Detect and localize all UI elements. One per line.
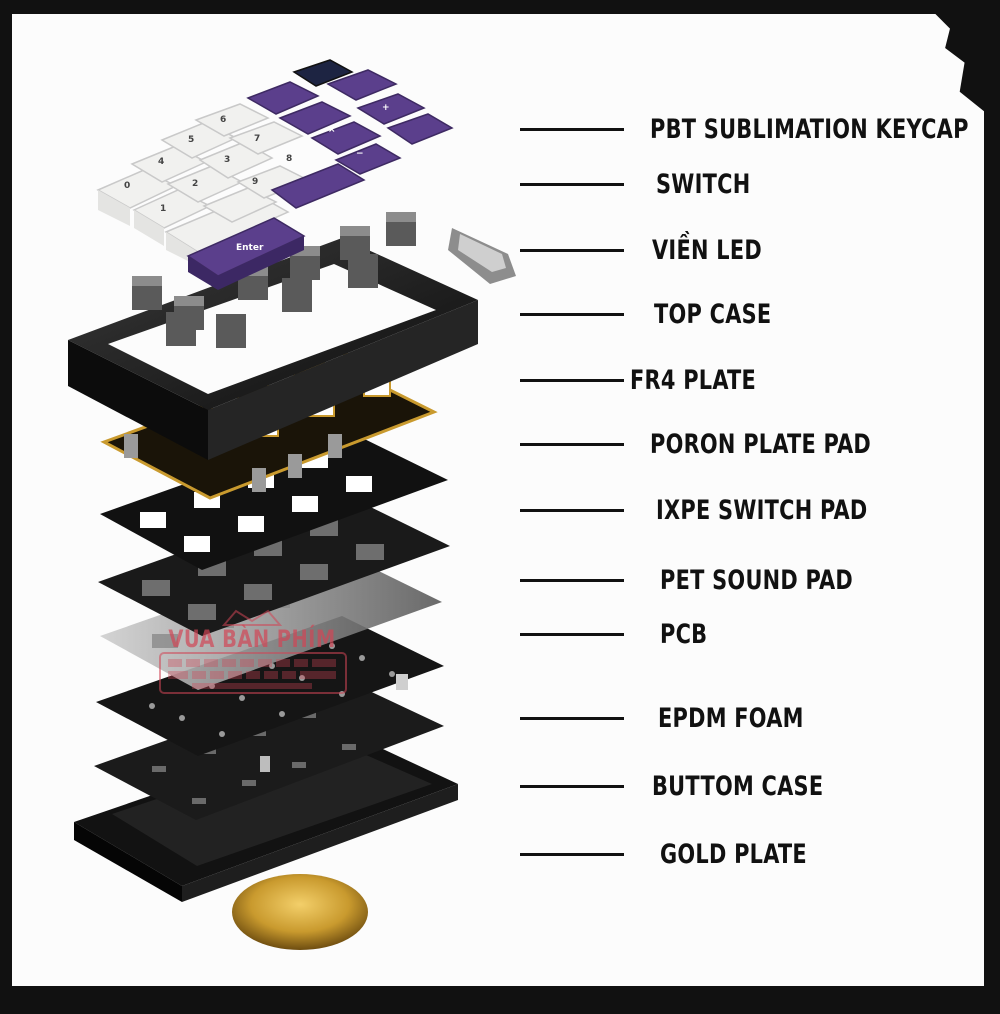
label-row-bottom-case: BUTTOM CASE: [520, 766, 851, 806]
label-row-keycap: PBT SUBLIMATION KEYCAP: [520, 109, 984, 149]
label-row-top-case: TOP CASE: [520, 294, 791, 334]
leader-line: [520, 127, 624, 131]
leader-line: [520, 312, 624, 316]
key-legend-enter: Enter: [236, 243, 264, 253]
key-legend-7: 7: [254, 134, 260, 144]
keycap-layer: [96, 59, 454, 290]
key-legend-5: 5: [188, 135, 194, 145]
leader-line: [520, 248, 624, 252]
label-row-poron: PORON PLATE PAD: [520, 424, 907, 464]
key-legend-8: 8: [286, 154, 292, 164]
pcb-layer: [96, 616, 444, 756]
key-legend-4: 4: [158, 157, 164, 167]
key-legend-3: 3: [224, 155, 230, 165]
label-pcb: PCB: [660, 618, 708, 650]
label-top-case: TOP CASE: [654, 298, 772, 330]
leader-line: [520, 182, 624, 186]
leader-line: [520, 578, 624, 582]
key-legend-6: 6: [220, 115, 226, 125]
label-row-pcb: PCB: [520, 614, 715, 654]
key-legend-9: 9: [252, 177, 258, 187]
label-poron: PORON PLATE PAD: [650, 428, 871, 460]
watermark-text: VUA BÀN PHÍM: [168, 625, 336, 653]
label-row-ixpe: IXPE SWITCH PAD: [520, 490, 902, 530]
key-legend-multiply: ×: [328, 125, 336, 135]
gold-plate-layer: [232, 874, 368, 950]
key-legend-plus: +: [382, 103, 390, 113]
label-row-pet: PET SOUND PAD: [520, 560, 884, 600]
label-row-gold-plate: GOLD PLATE: [520, 834, 831, 874]
exploded-keyboard-illustration: 0 1 2 3 4 5 6 7 8 9 × − + Enter: [68, 59, 516, 950]
label-epdm: EPDM FOAM: [658, 702, 804, 734]
key-legend-2: 2: [192, 179, 198, 189]
label-bottom-case: BUTTOM CASE: [652, 770, 824, 802]
label-ixpe: IXPE SWITCH PAD: [656, 494, 868, 526]
watermark: VUA BÀN PHÍM: [152, 609, 352, 699]
top-case-layer: [68, 238, 478, 460]
leader-line: [520, 852, 624, 856]
leader-line: [520, 716, 624, 720]
key-legend-minus: −: [356, 149, 364, 159]
label-fr4: FR4 PLATE: [630, 364, 757, 396]
label-switch: SWITCH: [656, 168, 751, 200]
key-legend-0: 0: [124, 181, 130, 191]
label-row-epdm: EPDM FOAM: [520, 698, 827, 738]
crown-keyboard-logo-icon: [159, 609, 347, 694]
label-keycap: PBT SUBLIMATION KEYCAP: [650, 113, 969, 145]
switch-layer: [132, 212, 416, 348]
leader-line: [520, 442, 624, 446]
label-gold-plate: GOLD PLATE: [660, 838, 807, 870]
label-led: VIỀN LED: [652, 234, 762, 266]
leader-line: [520, 632, 624, 636]
label-row-switch: SWITCH: [520, 164, 766, 204]
leader-line: [520, 508, 624, 512]
key-legend-1: 1: [160, 204, 166, 214]
label-pet: PET SOUND PAD: [660, 564, 854, 596]
leader-line: [520, 378, 624, 382]
label-row-fr4: FR4 PLATE: [520, 360, 777, 400]
label-row-led: VIỀN LED: [520, 230, 780, 270]
diagram-canvas: 0 1 2 3 4 5 6 7 8 9 × − + Enter: [12, 14, 984, 986]
led-bar-part: [448, 228, 516, 284]
logo-keycap: [292, 59, 354, 87]
leader-line: [520, 784, 624, 788]
bottom-case-layer: [74, 730, 458, 902]
